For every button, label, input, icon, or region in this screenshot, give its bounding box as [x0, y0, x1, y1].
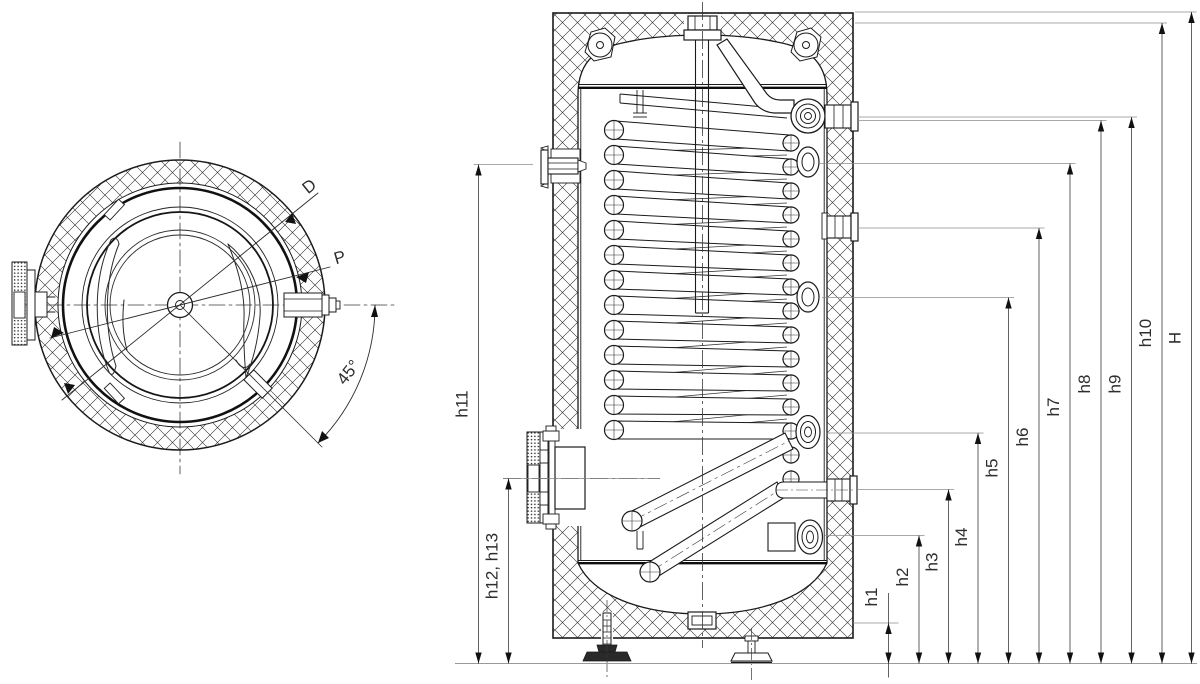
- topview-ring-1: [81, 206, 279, 404]
- dim-label-h11: h11: [453, 390, 472, 417]
- dim-label-h8: h8: [1075, 375, 1094, 394]
- topview-center-hole: [175, 300, 185, 310]
- port-h5: [796, 281, 820, 313]
- bottom-drain-port: [687, 611, 717, 630]
- topview-ring-tabs: [103, 198, 126, 405]
- dim-label-h9: h9: [1106, 375, 1125, 394]
- topview-dome-reflection-curves: [96, 237, 261, 379]
- coil-diagonal-tubes: [621, 432, 794, 583]
- dimension-arrow-bottom-h12_h13: [505, 652, 512, 664]
- dimension-arrow-bottom-h8: [1097, 652, 1105, 664]
- heater-flange-assembly: [524, 425, 586, 530]
- dim-label-h6: h6: [1013, 428, 1032, 447]
- dim-label-h2: h2: [893, 568, 912, 587]
- dim-label-h1: h1: [862, 588, 881, 607]
- sideview-insulation-hatch: [553, 13, 853, 638]
- dimension-arrow-top-h11: [475, 164, 482, 176]
- coil-circle-crosshairs: [604, 120, 800, 488]
- sideview-jacket-outline: [552, 12, 854, 639]
- angle-label: 45°: [333, 356, 364, 388]
- dimension-arrow-bottom-H: [1188, 652, 1195, 664]
- dimension-arrow-top-h9: [1128, 117, 1135, 128]
- central-sensor-well: [694, 40, 710, 314]
- dimension-arrow-top-h5: [1005, 297, 1012, 309]
- port-h4: [795, 414, 821, 450]
- dimension-arrow-bottom-h1: [885, 652, 892, 664]
- pitch-dimension: P: [49, 247, 348, 339]
- top-outlet-pipe: [716, 38, 795, 114]
- dimension-arrow-bottom-h5: [1005, 652, 1012, 664]
- port-h7: [796, 146, 820, 178]
- dimension-arrow-bottom-h3: [945, 652, 952, 664]
- dim-label-h7: h7: [1044, 398, 1063, 417]
- dim-label-h3: h3: [923, 553, 942, 572]
- dimension-arrow-bottom-h7: [1066, 652, 1074, 664]
- dimension-arrow-bottom-h9: [1128, 652, 1135, 664]
- dim-label-h4: h4: [952, 528, 971, 547]
- topview-right-port: [283, 292, 341, 318]
- dimension-arrow-top-h6: [1035, 228, 1043, 239]
- dimension-arrow-top-h8: [1097, 120, 1105, 132]
- foot-right: [730, 628, 773, 682]
- tank-top-stub: [633, 90, 647, 118]
- pitch-label: P: [332, 247, 348, 268]
- dimension-arrow-bottom-h2: [915, 652, 923, 664]
- dimension-arrow-top-h2: [915, 535, 923, 547]
- left-top-port: [539, 145, 587, 189]
- dimension-arrow-top-h7: [1066, 163, 1074, 175]
- foot-left: [582, 600, 632, 680]
- dome-lug-right: [790, 27, 822, 62]
- port-h6: [821, 212, 859, 242]
- dimension-arrow-top-h1: [885, 623, 892, 634]
- side-view: [503, 2, 859, 682]
- topview-45deg-port: [243, 369, 273, 399]
- topview-left-flange: [11, 261, 56, 346]
- dim-label-h12_h13: h12, h13: [483, 533, 502, 599]
- dimension-arrow-top-h4: [974, 433, 982, 444]
- topview-ring-2: [86, 211, 274, 399]
- top-view: D P 45°: [11, 141, 399, 475]
- dimension-arrow-bottom-h11: [475, 652, 482, 664]
- port-h8-h9: [790, 98, 859, 134]
- dimension-arrow-bottom-h10: [1158, 652, 1166, 664]
- dimension-arrow-bottom-h4: [974, 652, 982, 664]
- port-h2: [767, 519, 824, 555]
- dimension-arrow-bottom-h6: [1035, 652, 1043, 664]
- topview-ring-4: [109, 234, 251, 376]
- topview-ring-3: [104, 229, 256, 381]
- dimension-arrow-top-h10: [1158, 23, 1166, 34]
- dim-label-H: H: [1166, 332, 1185, 344]
- dim-label-h5: h5: [983, 459, 1002, 478]
- dim-label-h10: h10: [1136, 319, 1155, 347]
- port-h3: [775, 475, 858, 505]
- dimension-arrow-top-H: [1188, 12, 1195, 23]
- dome-lug-left: [584, 27, 616, 62]
- dimension-arrow-top-h12_h13: [505, 478, 512, 490]
- dimension-arrow-top-h3: [945, 489, 952, 501]
